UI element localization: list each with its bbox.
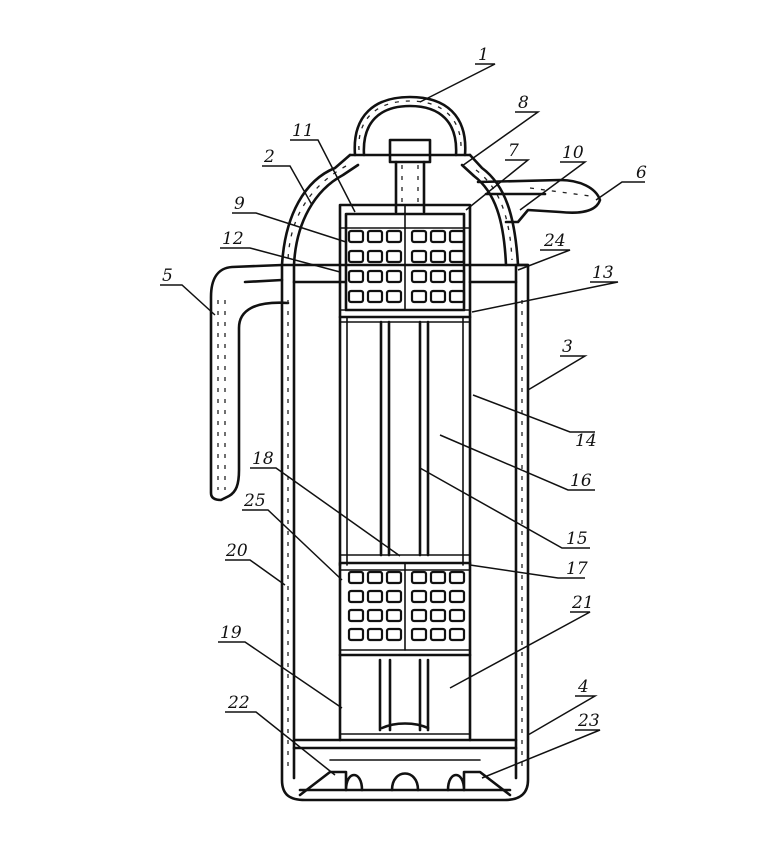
filter-cell bbox=[410, 589, 428, 604]
filter-cell bbox=[410, 229, 428, 244]
label-14: 14 bbox=[575, 431, 597, 451]
filter-cell bbox=[385, 229, 403, 244]
label-21: 21 bbox=[571, 593, 594, 613]
label-16: 16 bbox=[570, 471, 592, 491]
handle bbox=[209, 263, 290, 502]
filter-cell bbox=[385, 269, 403, 284]
filter-cell bbox=[347, 249, 365, 264]
label-15: 15 bbox=[566, 529, 588, 549]
filter-cell bbox=[347, 589, 365, 604]
filter-cell bbox=[448, 289, 466, 304]
filter-cell bbox=[385, 249, 403, 264]
filter-cell bbox=[347, 269, 365, 284]
leader-lines bbox=[160, 63, 645, 779]
label-6: 6 bbox=[636, 163, 647, 183]
filter-cell bbox=[429, 229, 447, 244]
filter-cell bbox=[448, 570, 466, 585]
label-13: 13 bbox=[592, 263, 614, 283]
label-20: 20 bbox=[225, 541, 248, 561]
filter-cell bbox=[410, 627, 428, 642]
label-5: 5 bbox=[162, 266, 173, 286]
filter-cell bbox=[429, 269, 447, 284]
filter-cell bbox=[347, 289, 365, 304]
label-3: 3 bbox=[562, 337, 573, 357]
label-25: 25 bbox=[243, 491, 266, 511]
filter-cell bbox=[448, 269, 466, 284]
dome-cap bbox=[353, 95, 467, 157]
filter-cell bbox=[429, 289, 447, 304]
label-11: 11 bbox=[292, 121, 314, 141]
label-22: 22 bbox=[227, 693, 250, 713]
label-1: 1 bbox=[478, 45, 489, 65]
label-9: 9 bbox=[234, 194, 245, 214]
label-19: 19 bbox=[220, 623, 242, 643]
filter-cell bbox=[385, 589, 403, 604]
spout bbox=[476, 178, 602, 224]
filter-cell bbox=[410, 570, 428, 585]
filter-cell bbox=[410, 249, 428, 264]
filter-cell bbox=[448, 229, 466, 244]
filter-cell bbox=[385, 570, 403, 585]
filter-cell bbox=[385, 608, 403, 623]
part-labels: 1 2 3 4 5 6 7 8 9 10 11 12 13 14 15 16 1… bbox=[162, 45, 647, 731]
label-2: 2 bbox=[263, 147, 275, 167]
filter-cell bbox=[366, 627, 384, 642]
label-18: 18 bbox=[252, 449, 274, 469]
filter-cell bbox=[347, 570, 365, 585]
filter-cell bbox=[429, 249, 447, 264]
filter-cell bbox=[429, 589, 447, 604]
outer-body bbox=[280, 263, 530, 802]
lid-shell bbox=[280, 153, 520, 267]
label-12: 12 bbox=[222, 229, 244, 249]
filter-cell bbox=[366, 608, 384, 623]
filter-cell bbox=[366, 589, 384, 604]
filter-cell bbox=[410, 608, 428, 623]
filter-cell bbox=[366, 229, 384, 244]
filter-cell bbox=[366, 289, 384, 304]
bottom-chamber bbox=[292, 653, 518, 750]
filter-cell bbox=[347, 627, 365, 642]
label-7: 7 bbox=[508, 141, 519, 161]
filter-cell bbox=[366, 570, 384, 585]
filter-cell bbox=[448, 249, 466, 264]
center-stem bbox=[388, 138, 432, 214]
filter-cell bbox=[347, 229, 365, 244]
filter-cell bbox=[385, 289, 403, 304]
label-17: 17 bbox=[566, 559, 588, 579]
label-10: 10 bbox=[562, 143, 584, 163]
filter-cell bbox=[347, 608, 365, 623]
label-4: 4 bbox=[577, 677, 589, 697]
label-24: 24 bbox=[543, 231, 566, 251]
filter-cell bbox=[366, 269, 384, 284]
inner-tube-section bbox=[338, 315, 472, 567]
filter-cell bbox=[410, 269, 428, 284]
filter-cell bbox=[385, 627, 403, 642]
filter-cell bbox=[448, 608, 466, 623]
label-23: 23 bbox=[577, 711, 600, 731]
filter-cell bbox=[448, 589, 466, 604]
filter-cell bbox=[429, 608, 447, 623]
label-8: 8 bbox=[518, 93, 529, 113]
upper-filter-grid bbox=[347, 229, 466, 304]
base bbox=[298, 759, 512, 797]
filter-cell bbox=[410, 289, 428, 304]
filter-cell bbox=[366, 249, 384, 264]
filter-cell bbox=[429, 570, 447, 585]
lower-filter-grid bbox=[347, 570, 466, 642]
filter-cell bbox=[429, 627, 447, 642]
filter-cell bbox=[448, 627, 466, 642]
lower-filter-cartridge bbox=[338, 561, 472, 657]
